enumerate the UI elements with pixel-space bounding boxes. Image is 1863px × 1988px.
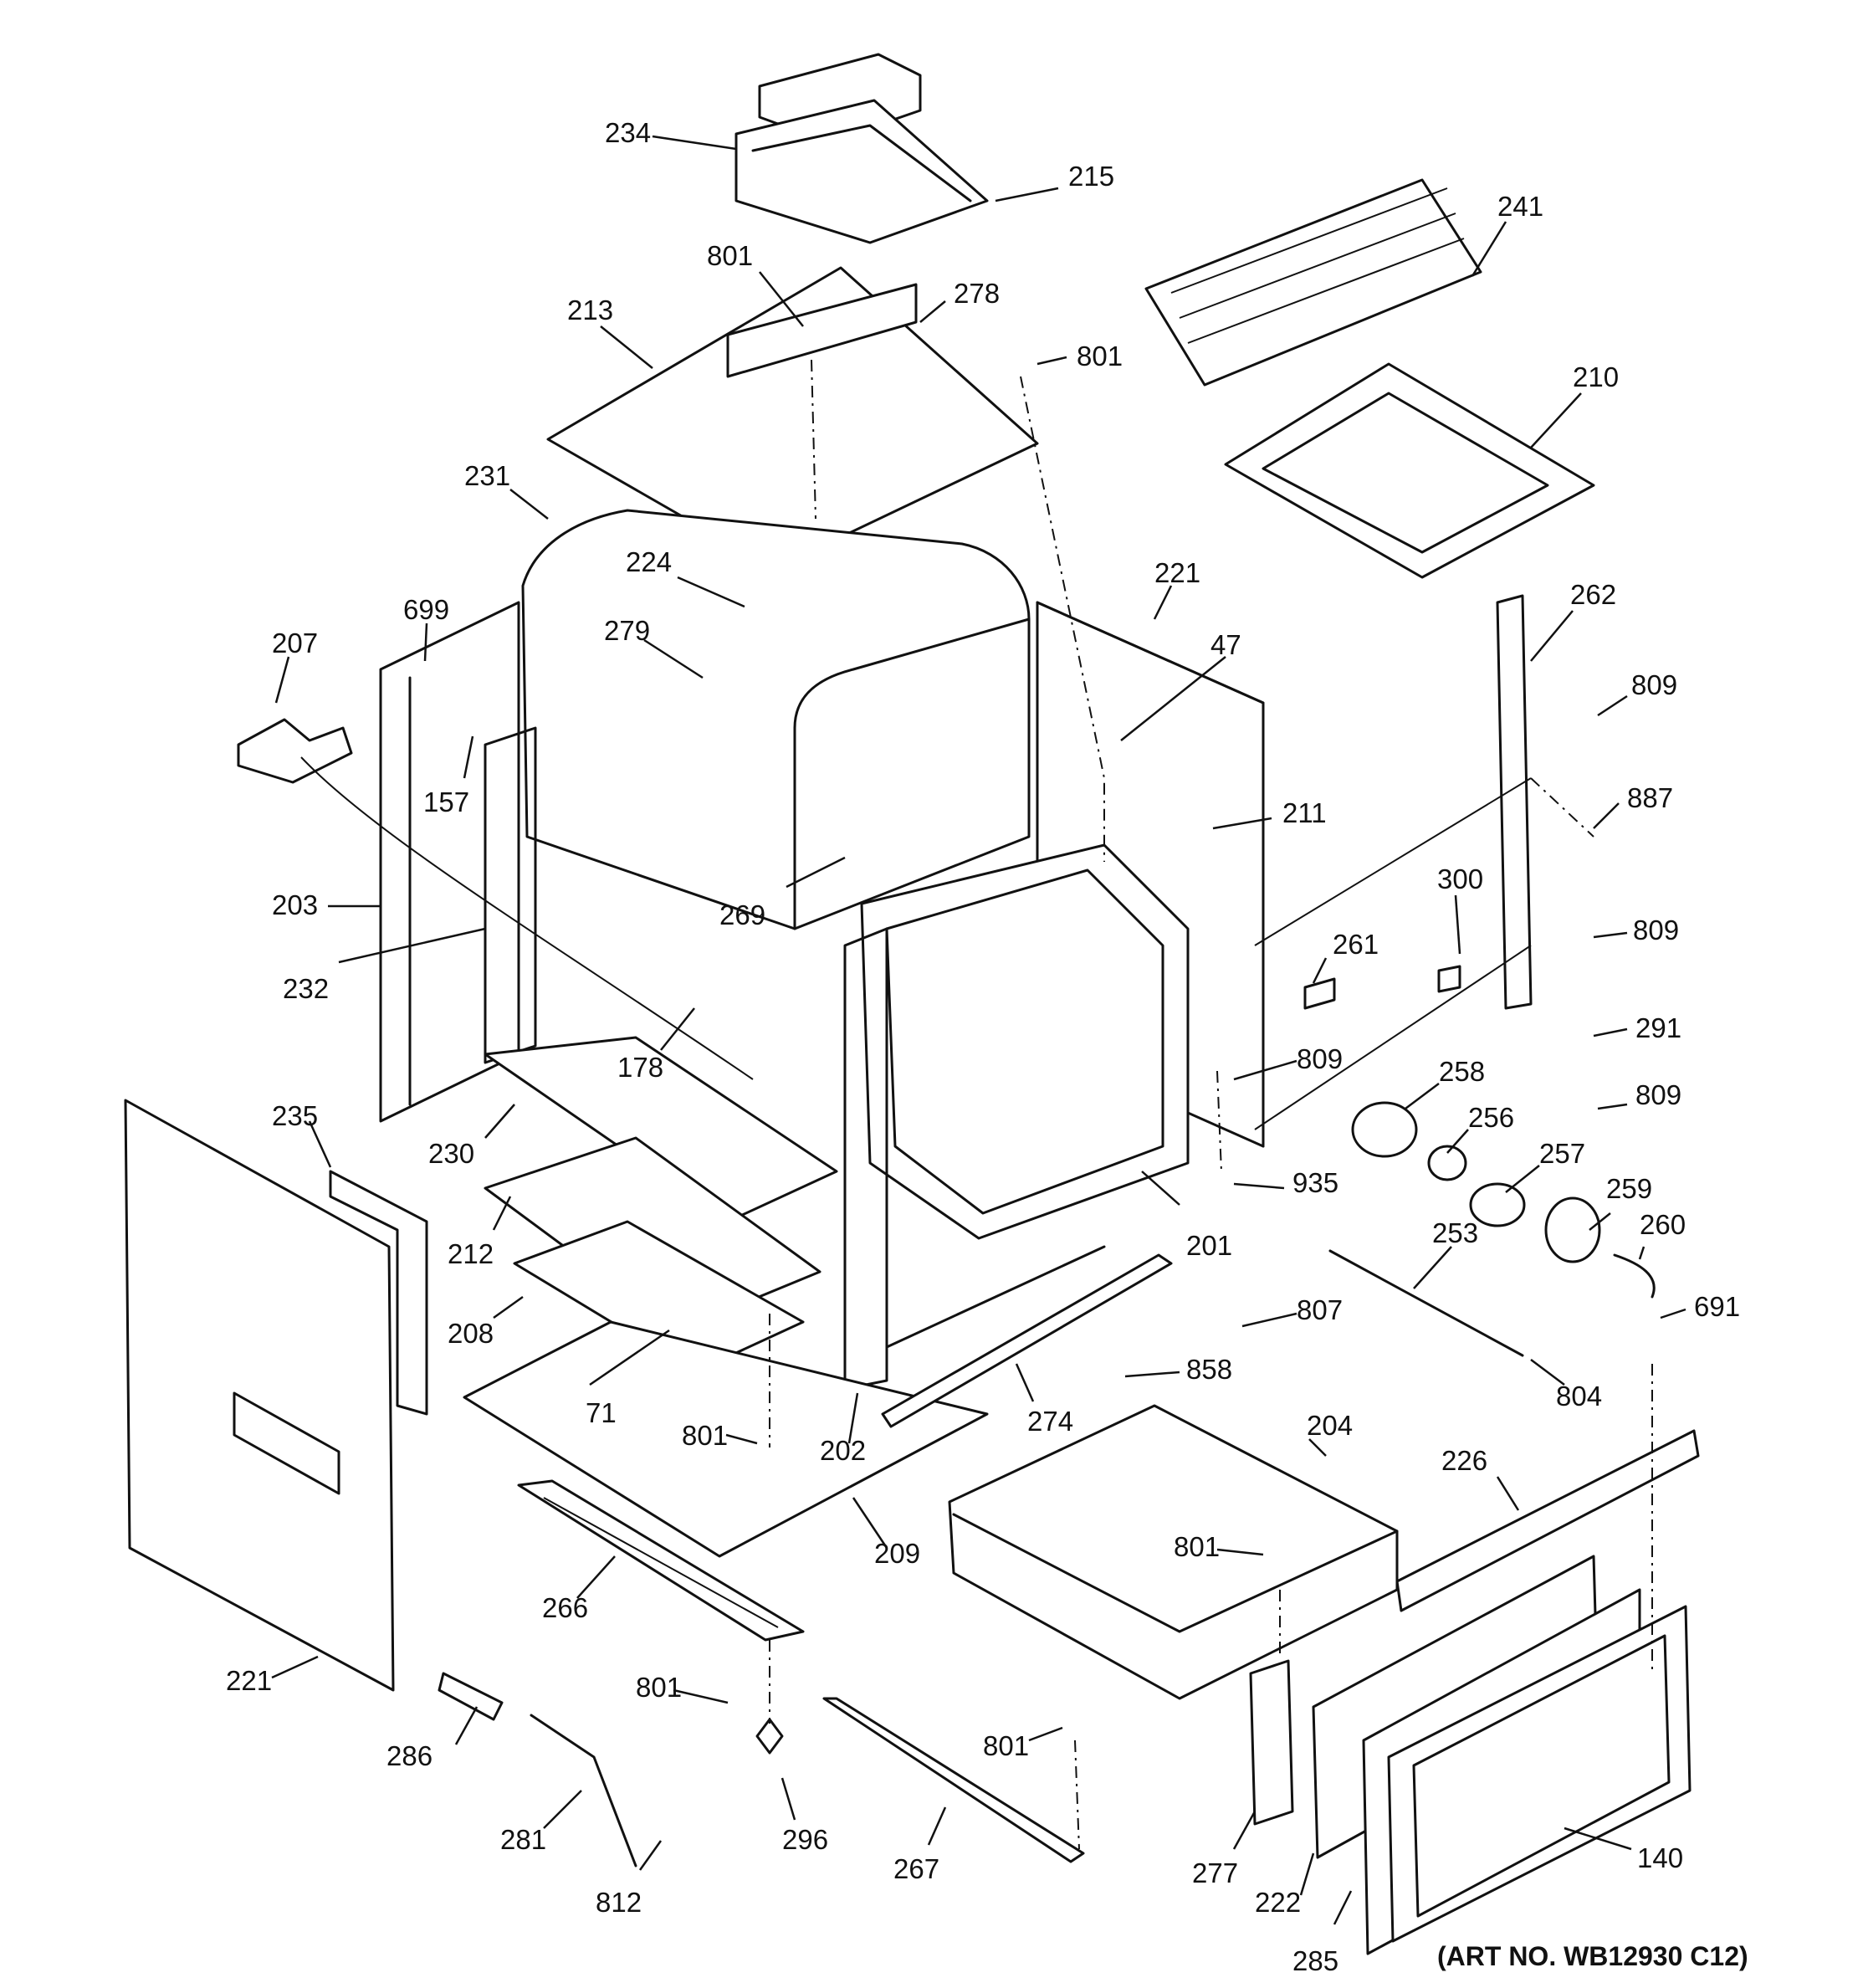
callout-label: 221 bbox=[1154, 557, 1200, 588]
alignment-lines bbox=[769, 359, 1653, 1850]
callout-label: 253 bbox=[1432, 1217, 1478, 1248]
callout-label: 157 bbox=[423, 786, 469, 817]
callout-label: 213 bbox=[567, 295, 613, 325]
callout-label: 267 bbox=[893, 1853, 939, 1884]
callout-label: 208 bbox=[448, 1318, 494, 1349]
callout-label: 279 bbox=[604, 615, 650, 646]
callout-label: 801 bbox=[983, 1730, 1029, 1761]
callout-label: 801 bbox=[682, 1420, 728, 1451]
callout-label: 47 bbox=[1210, 629, 1241, 660]
bottom-panels-part bbox=[463, 1036, 989, 1558]
callout-label: 235 bbox=[272, 1100, 318, 1131]
callout-label: 296 bbox=[782, 1824, 828, 1855]
callout-label: 258 bbox=[1439, 1056, 1485, 1087]
callout-label: 812 bbox=[596, 1887, 642, 1918]
callout-label: 269 bbox=[719, 899, 765, 930]
callout-label: 300 bbox=[1437, 863, 1483, 894]
callout-label: 809 bbox=[1631, 669, 1677, 700]
callout-label: 807 bbox=[1297, 1294, 1343, 1325]
drawer-front-part bbox=[1312, 1555, 1692, 1955]
rear-panel-part bbox=[124, 1099, 395, 1692]
callout-label: 222 bbox=[1255, 1887, 1301, 1918]
callout-label: 699 bbox=[403, 594, 449, 625]
callout-label: 285 bbox=[1292, 1945, 1338, 1976]
callout-label: 211 bbox=[1282, 797, 1327, 828]
callout-label: 230 bbox=[428, 1138, 474, 1169]
callout-label: 262 bbox=[1570, 579, 1616, 610]
callout-label: 259 bbox=[1606, 1173, 1652, 1204]
callout-label: 274 bbox=[1027, 1406, 1073, 1437]
callout-label: 215 bbox=[1068, 161, 1114, 192]
rail-part bbox=[822, 1697, 1085, 1863]
art-number: (ART NO. WB12930 C12) bbox=[1437, 1941, 1748, 1971]
callout-label: 801 bbox=[1077, 341, 1123, 371]
callout-label: 286 bbox=[386, 1740, 432, 1771]
bracket-part bbox=[329, 1170, 428, 1416]
callout-label: 203 bbox=[272, 889, 318, 920]
callout-label: 281 bbox=[500, 1824, 546, 1855]
drawer-trim-part bbox=[1395, 1429, 1700, 1612]
callout-label: 224 bbox=[626, 546, 672, 577]
callout-label: 801 bbox=[707, 240, 753, 271]
callout-label: 809 bbox=[1633, 915, 1679, 945]
callout-label: 209 bbox=[874, 1538, 920, 1569]
callout-label: 278 bbox=[954, 278, 1000, 309]
callout-label: 809 bbox=[1635, 1079, 1681, 1110]
callout-label: 266 bbox=[542, 1592, 588, 1623]
callout-label: 256 bbox=[1468, 1102, 1514, 1133]
callout-label: 71 bbox=[586, 1397, 617, 1428]
callout-label: 887 bbox=[1627, 782, 1673, 813]
callout-label: 178 bbox=[617, 1052, 663, 1083]
support-rail-part bbox=[881, 1253, 1173, 1428]
callout-label: 231 bbox=[464, 460, 510, 491]
callout-label: 212 bbox=[448, 1238, 494, 1269]
callout-label: 935 bbox=[1292, 1167, 1338, 1198]
connector-lines bbox=[300, 756, 1532, 1130]
callout-label: 858 bbox=[1186, 1354, 1232, 1385]
callout-label: 241 bbox=[1497, 191, 1543, 222]
callout-label: 221 bbox=[226, 1665, 272, 1696]
side-panel-part bbox=[379, 601, 520, 1123]
oven-rack-part bbox=[1144, 178, 1482, 387]
callout-label: 226 bbox=[1441, 1445, 1487, 1476]
callout-label: 691 bbox=[1694, 1291, 1740, 1322]
callout-label: 809 bbox=[1297, 1043, 1343, 1074]
callout-label: 801 bbox=[1174, 1531, 1220, 1562]
callout-label: 232 bbox=[283, 973, 329, 1004]
manifold-part bbox=[517, 1479, 805, 1642]
callout-label: 202 bbox=[820, 1435, 866, 1466]
side-trim-part bbox=[1249, 1659, 1294, 1826]
callout-label: 261 bbox=[1333, 929, 1379, 960]
callout-label: 257 bbox=[1539, 1138, 1585, 1169]
callout-label: 260 bbox=[1640, 1209, 1686, 1240]
broiler-pan-part bbox=[1224, 362, 1595, 579]
callouts: 234 215 241 801 278 213 801 210 231 224 … bbox=[226, 117, 1740, 1976]
light-assembly-part bbox=[1351, 1101, 1656, 1299]
callout-label: 210 bbox=[1573, 361, 1619, 392]
callout-label: 277 bbox=[1192, 1857, 1238, 1888]
insulation-part bbox=[484, 726, 537, 1064]
callout-label: 804 bbox=[1556, 1381, 1602, 1412]
oven-liner-part bbox=[860, 843, 1190, 1240]
callout-label: 204 bbox=[1307, 1410, 1353, 1441]
vent-trim-part bbox=[734, 53, 989, 244]
front-frame-part bbox=[843, 927, 1106, 1391]
callout-label: 234 bbox=[605, 117, 651, 148]
callout-label: 201 bbox=[1186, 1230, 1232, 1261]
outer-wrapper-part bbox=[521, 509, 1031, 930]
callout-label: 801 bbox=[636, 1672, 682, 1703]
trim-strip-part bbox=[1496, 594, 1533, 1010]
small-parts bbox=[237, 718, 1524, 1868]
callout-label: 207 bbox=[272, 628, 318, 658]
callout-label: 291 bbox=[1635, 1012, 1681, 1043]
callout-label: 140 bbox=[1637, 1842, 1683, 1873]
